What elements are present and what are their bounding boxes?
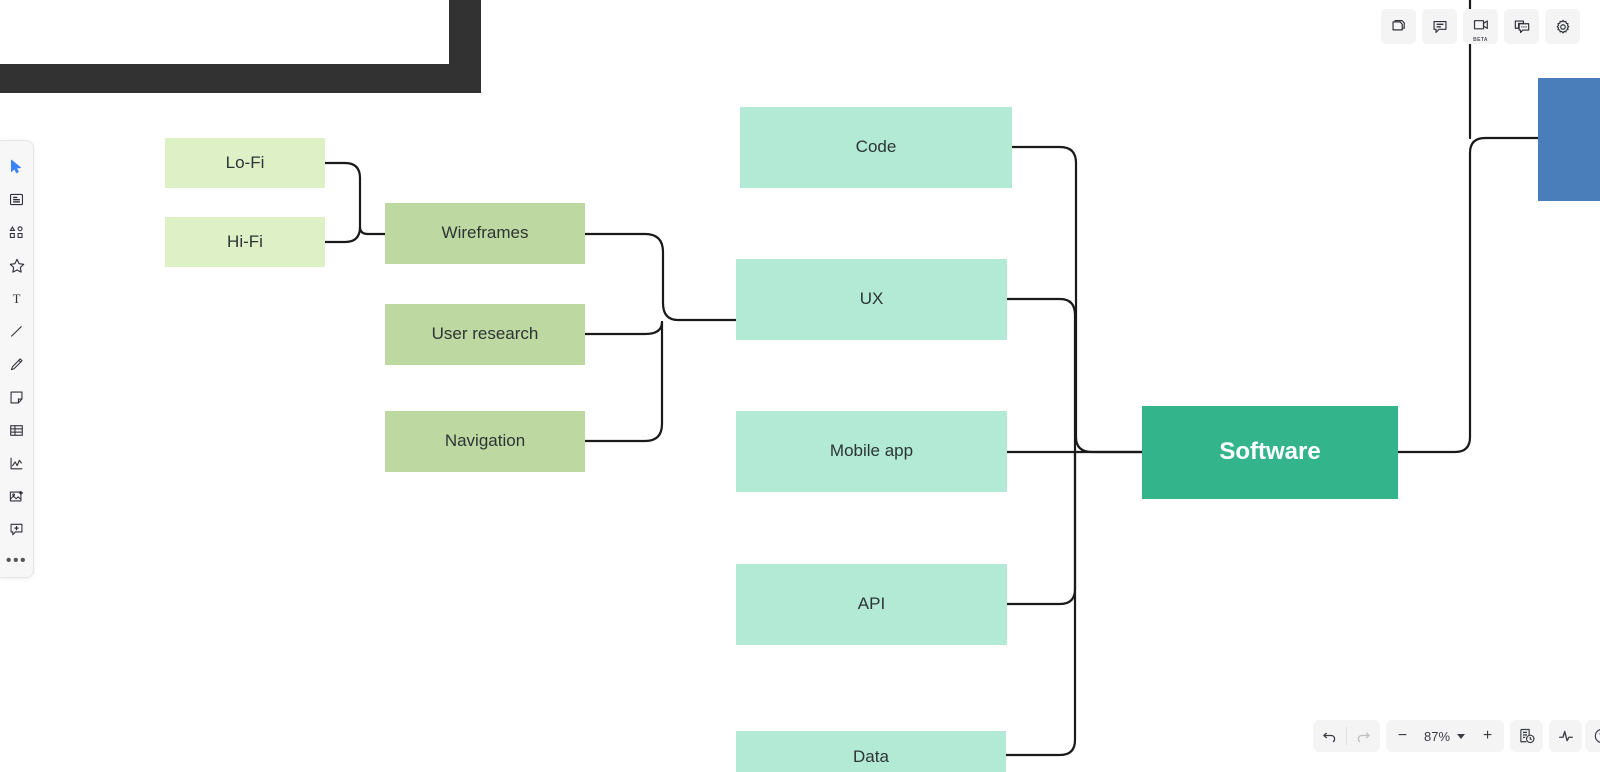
edge-userresearch-ux (583, 320, 664, 336)
node-label: Mobile app (829, 441, 914, 461)
node-wireframes[interactable]: Wireframes (385, 203, 585, 264)
node-software-root[interactable]: Software (1142, 406, 1398, 499)
node-data[interactable]: Data (736, 731, 1006, 772)
divider (1346, 727, 1347, 745)
node-label: Software (1219, 438, 1321, 466)
beta-badge: BETA (1473, 37, 1488, 43)
gear-icon[interactable] (1545, 9, 1580, 44)
node-mobile-app[interactable]: Mobile app (736, 411, 1007, 492)
comment-add-icon[interactable] (2, 513, 32, 546)
node-user-research[interactable]: User research (385, 304, 585, 365)
zoom-out-button[interactable]: − (1397, 727, 1408, 744)
image-add-icon[interactable] (2, 480, 32, 513)
offscreen-frame-shape (0, 0, 481, 93)
node-label: API (857, 594, 886, 614)
node-ux[interactable]: UX (736, 259, 1007, 340)
node-label: Wireframes (441, 223, 529, 243)
bottom-right-toolbar[interactable]: − 87% + (1313, 720, 1600, 752)
node-label: Code (855, 137, 897, 157)
node-api[interactable]: API (736, 564, 1007, 645)
line-icon[interactable] (2, 315, 32, 348)
node-blue[interactable] (1538, 78, 1600, 201)
node-label: Data (853, 747, 889, 766)
edge-api-software (1005, 450, 1077, 606)
svg-text:T: T (13, 292, 21, 306)
left-tool-palette[interactable]: T (0, 140, 34, 578)
edge-ux-software (1005, 297, 1077, 454)
undo-button[interactable] (1313, 720, 1346, 752)
edge-lofi-wireframes (323, 161, 387, 236)
node-label: Hi-Fi (227, 231, 263, 251)
star-icon[interactable] (2, 249, 32, 282)
activity-icon[interactable] (1549, 720, 1582, 752)
more-options-icon[interactable]: ••• (5, 552, 28, 569)
shapes-icon[interactable] (2, 216, 32, 249)
video-icon[interactable]: BETA (1463, 9, 1498, 44)
pages-icon[interactable] (1381, 9, 1416, 44)
text-icon[interactable]: T (2, 282, 32, 315)
node-label: UX (859, 289, 884, 309)
zoom-in-button[interactable]: + (1482, 727, 1493, 744)
node-navigation[interactable]: Navigation (385, 411, 585, 472)
edge-hifi-wireframes (323, 225, 362, 244)
edge-data-software (1004, 450, 1077, 757)
node-code[interactable]: Code (740, 107, 1012, 188)
zoom-group[interactable]: − 87% + (1386, 720, 1504, 752)
node-label: Lo-Fi (225, 152, 265, 172)
node-label: Navigation (444, 431, 526, 451)
help-icon[interactable] (1585, 720, 1600, 752)
frame-icon[interactable] (2, 183, 32, 216)
node-lofi[interactable]: Lo-Fi (165, 138, 325, 188)
node-hifi[interactable]: Hi-Fi (165, 217, 325, 267)
node-label: User research (431, 324, 539, 344)
edge-navigation-ux (583, 320, 664, 443)
chart-icon[interactable] (2, 447, 32, 480)
sticky-note-icon[interactable] (2, 381, 32, 414)
zoom-level-label[interactable]: 87% (1423, 728, 1451, 744)
chat-icon[interactable] (1504, 9, 1539, 44)
offscreen-frame-fill (0, 0, 449, 64)
pen-icon[interactable] (2, 348, 32, 381)
edge-software-bluenode (1396, 136, 1540, 454)
cursor-select-icon[interactable] (2, 150, 32, 183)
chevron-down-icon[interactable] (1457, 733, 1465, 739)
version-history-icon[interactable] (1510, 720, 1543, 752)
edge-code-software (1010, 145, 1144, 454)
table-icon[interactable] (2, 414, 32, 447)
edge-wireframes-ux (583, 232, 742, 322)
undo-redo-group[interactable] (1313, 720, 1380, 752)
redo-button[interactable] (1347, 720, 1380, 752)
comment-icon[interactable] (1422, 9, 1457, 44)
top-right-toolbar[interactable]: BETA (1381, 9, 1580, 44)
